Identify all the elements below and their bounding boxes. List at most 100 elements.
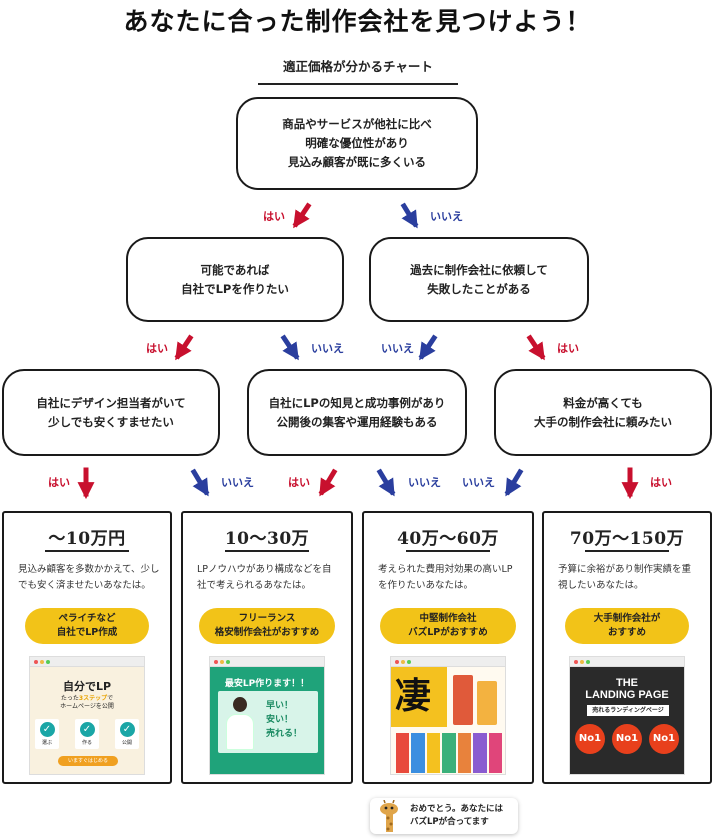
label-yes: はい (557, 342, 579, 355)
thumbnail-strip (396, 733, 502, 773)
arrow-no (504, 468, 524, 497)
question-l3-left: 自社にデザイン担当者がいて 少しでも安くすませたい (2, 369, 220, 456)
arrow-no (376, 468, 396, 497)
price-range: 〜10万円 (48, 529, 126, 549)
result-card-1: 〜10万円 見込み顧客を多数かかえて、少しでも安く済ませたいあなたは。 ペライチ… (2, 511, 172, 784)
step-card: ✓ 選ぶ (35, 719, 59, 749)
lp-screenshot: 最安LP作ります！！ 早い！ 安い！ 売れる！ (209, 656, 325, 775)
phone-mockup (477, 681, 497, 725)
phone-mockup (453, 675, 473, 725)
question-text: 自社にLPの知見と成功事例があり 公開後の集客や運用経験もある (268, 395, 446, 429)
shot-subtext-pre: たった (60, 695, 79, 702)
result-description: 見込み顧客を多数かかえて、少しでも安く済ませたいあなたは。 (18, 564, 160, 591)
price-underline (225, 550, 309, 552)
shot-headline-1: THE (616, 677, 638, 689)
shot-copy: 早い！ 安い！ 売れる！ (266, 701, 303, 739)
arrow-no (280, 334, 300, 361)
question-l3-mid: 自社にLPの知見と成功事例があり 公開後の集客や運用経験もある (247, 369, 467, 456)
arrow-no (400, 202, 419, 229)
step-card: ✓ 公開 (115, 719, 139, 749)
browser-chrome (30, 657, 144, 667)
recommendation-text: 大手制作会社が おすすめ (593, 613, 661, 638)
label-no: いいえ (381, 342, 414, 355)
price-range: 10〜30万 (224, 529, 310, 549)
hero-kanji: 凄 (395, 675, 432, 717)
step-label: 作る (81, 740, 92, 746)
result-description: 予算に余裕があり制作実績を重視したいあなたは。 (558, 564, 692, 591)
price-range: 40万〜60万 (397, 529, 499, 549)
step-label: 選ぶ (41, 740, 52, 746)
label-no: いいえ (430, 210, 463, 223)
page-title: あなたに合った制作会社を見つけよう！ (123, 7, 592, 36)
label-no: いいえ (408, 476, 441, 489)
check-icon: ✓ (119, 722, 135, 737)
recommendation-text: 中堅制作会社 バズLPがおすすめ (408, 613, 488, 638)
shot-subtext-post: で ホームページを公開 (60, 695, 114, 710)
question-text: 料金が高くても 大手の制作会社に頼みたい (534, 395, 672, 429)
recommendation-badge: 中堅制作会社 バズLPがおすすめ (380, 608, 516, 644)
arrow-yes (292, 202, 312, 229)
shot-heading: 自分でLP (62, 680, 112, 693)
result-card-2: 10〜30万 LPノウハウがあり構成などを自社で考えられるあなたは。 フリーラン… (181, 511, 353, 784)
result-card-4: 70万〜150万 予算に余裕があり制作実績を重視したいあなたは。 大手制作会社が… (542, 511, 712, 784)
hero-panel: 早い！ 安い！ 売れる！ (218, 691, 318, 753)
cta-button: いますぐはじめる (58, 756, 118, 766)
result-description: LPノウハウがあり構成などを自社で考えられるあなたは。 (197, 564, 332, 591)
arrow-no (418, 334, 438, 361)
shot-subtext-highlight: 3ステップ (78, 695, 108, 702)
arrow-no (190, 468, 210, 497)
hero-yellow-panel (391, 667, 447, 727)
price-range: 70万〜150万 (569, 529, 685, 549)
shot-banner: 最安LP作ります！！ (224, 679, 310, 689)
chart-subtitle: 適正価格が分かるチャート (258, 56, 458, 85)
label-no: いいえ (311, 342, 344, 355)
recommendation-text: フリーランス 格安制作会社がおすすめ (214, 613, 320, 638)
browser-chrome (210, 657, 324, 667)
question-text: 自社にデザイン担当者がいて 少しでも安くすませたい (36, 395, 186, 429)
person-icon (226, 697, 254, 751)
arrow-yes (526, 334, 546, 361)
label-no: いいえ (462, 476, 495, 489)
lp-screenshot: THE LANDING PAGE 売れるランディングページ No1 No1 No… (569, 656, 685, 775)
label-yes: はい (263, 210, 285, 223)
recommendation-badge: ペライチなど 自社でLP作成 (25, 608, 149, 644)
recommendation-badge: 大手制作会社が おすすめ (565, 608, 689, 644)
question-text: 過去に制作会社に依頼して 失敗したことがある (410, 262, 548, 296)
lp-screenshot: 自分でLP たった3ステップで ホームページを公開 ✓ 選ぶ ✓ 作る ✓ 公開… (29, 656, 145, 775)
price-underline (45, 550, 129, 552)
step-card: ✓ 作る (75, 719, 99, 749)
lp-screenshot: 凄 (390, 656, 506, 775)
result-description: 考えられた費用対効果の高いLPを作りたいあなたは。 (378, 564, 513, 591)
browser-chrome (570, 657, 684, 667)
recommendation-badge: フリーランス 格安制作会社がおすすめ (199, 608, 335, 644)
label-yes: はい (48, 476, 70, 489)
question-root: 商品やサービスが他社に比べ 明確な優位性があり 見込み顧客が既に多くいる (236, 97, 478, 190)
check-icon: ✓ (79, 722, 95, 737)
question-l2-right: 過去に制作会社に依頼して 失敗したことがある (369, 237, 589, 322)
giraffe-icon (380, 800, 398, 832)
label-no: いいえ (221, 476, 254, 489)
result-card-3: 40万〜60万 考えられた費用対効果の高いLPを作りたいあなたは。 中堅制作会社… (362, 511, 534, 784)
question-l2-left: 可能であれば 自社でLPを作りたい (126, 237, 344, 322)
shot-headline-2: LANDING PAGE (585, 689, 669, 701)
label-yes: はい (650, 476, 672, 489)
arrow-yes (174, 334, 194, 361)
label-yes: はい (288, 476, 310, 489)
check-icon: ✓ (39, 722, 55, 737)
price-underline (406, 550, 490, 552)
shot-subtext: たった3ステップで ホームページを公開 (30, 695, 144, 711)
price-underline (585, 550, 669, 552)
question-text: 商品やサービスが他社に比べ 明確な優位性があり 見込み顧客が既に多くいる (282, 117, 432, 169)
recommendation-text: ペライチなど 自社でLP作成 (56, 613, 118, 638)
congrats-callout: おめでとう。あなたには バズLPが合ってます (370, 798, 518, 834)
browser-chrome (391, 657, 505, 667)
no1-badge: No1 (575, 724, 605, 754)
arrow-yes (318, 468, 338, 497)
label-yes: はい (146, 342, 168, 355)
step-label: 公開 (121, 740, 132, 746)
question-text: 可能であれば 自社でLPを作りたい (181, 262, 289, 296)
congrats-message: おめでとう。あなたには バズLPが合ってます (410, 804, 503, 827)
no1-badge: No1 (649, 724, 679, 754)
question-l3-right: 料金が高くても 大手の制作会社に頼みたい (494, 369, 712, 456)
